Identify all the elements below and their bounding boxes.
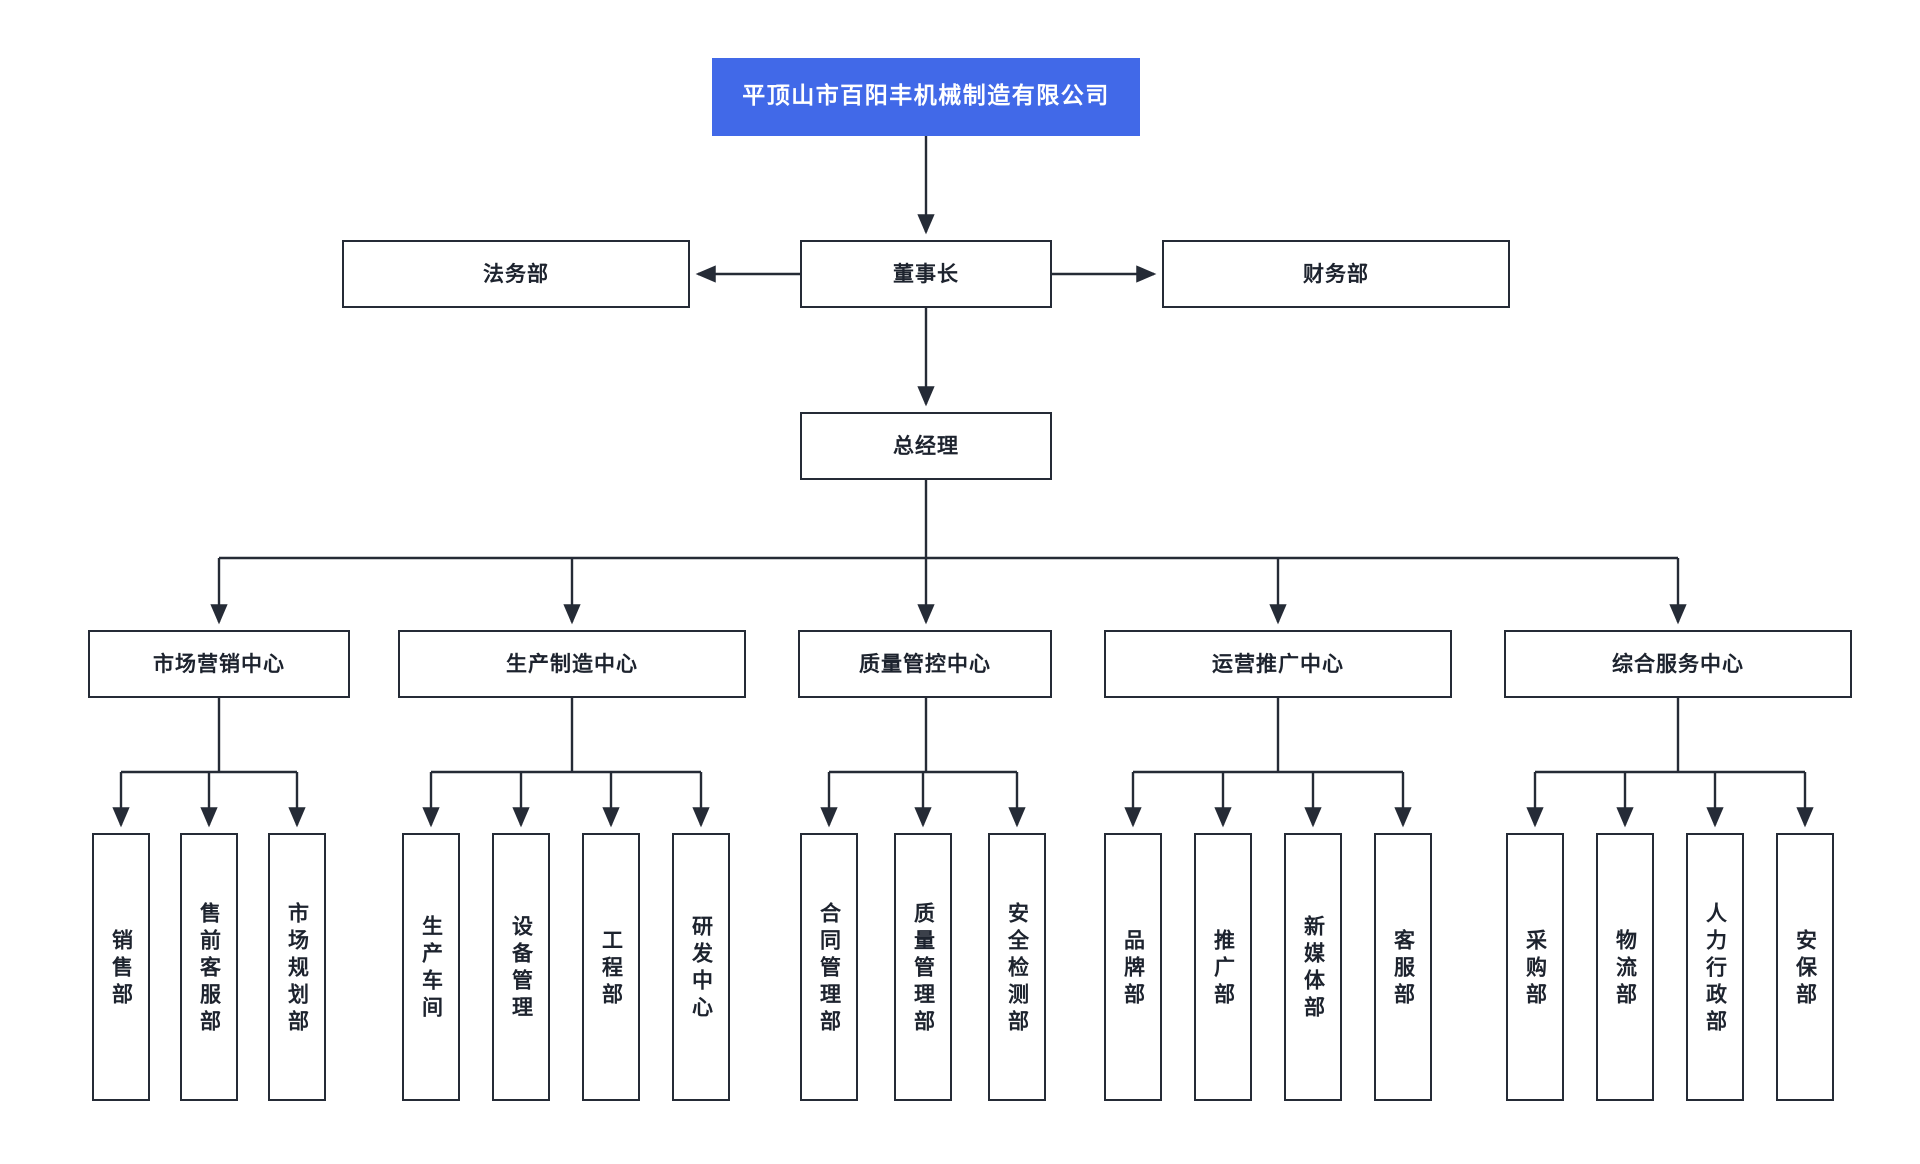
node-center-quality[interactable]: 质量管控中心 <box>798 630 1052 698</box>
node-department-security[interactable]: 安保部 <box>1776 833 1834 1101</box>
node-center-operations[interactable]: 运营推广中心 <box>1104 630 1452 698</box>
node-center-marketing[interactable]: 市场营销中心 <box>88 630 350 698</box>
node-label: 采购部 <box>1523 928 1548 1010</box>
node-department-customer-service[interactable]: 客服部 <box>1374 833 1432 1101</box>
node-label: 安保部 <box>1793 928 1818 1010</box>
node-label: 运营推广中心 <box>1212 651 1344 676</box>
node-label: 工程部 <box>599 928 624 1010</box>
node-finance-department[interactable]: 财务部 <box>1162 240 1510 308</box>
node-label: 市场营销中心 <box>153 651 285 676</box>
node-department-hr-administration[interactable]: 人力行政部 <box>1686 833 1744 1101</box>
node-department-workshop[interactable]: 生产车间 <box>402 833 460 1101</box>
node-label: 市场规划部 <box>285 901 310 1037</box>
node-label: 新媒体部 <box>1301 915 1326 1023</box>
node-label: 售前客服部 <box>197 901 222 1037</box>
node-label: 法务部 <box>483 261 549 286</box>
node-label: 董事长 <box>893 261 959 286</box>
node-chairman[interactable]: 董事长 <box>800 240 1052 308</box>
node-department-logistics[interactable]: 物流部 <box>1596 833 1654 1101</box>
node-department-brand[interactable]: 品牌部 <box>1104 833 1162 1101</box>
node-label: 综合服务中心 <box>1612 651 1744 676</box>
node-label: 质量管控中心 <box>859 651 991 676</box>
node-label: 人力行政部 <box>1703 901 1728 1037</box>
node-label: 财务部 <box>1303 261 1369 286</box>
node-general-manager[interactable]: 总经理 <box>800 412 1052 480</box>
node-department-sales[interactable]: 销售部 <box>92 833 150 1101</box>
node-department-new-media[interactable]: 新媒体部 <box>1284 833 1342 1101</box>
node-department-quality-management[interactable]: 质量管理部 <box>894 833 952 1101</box>
node-department-safety-inspection[interactable]: 安全检测部 <box>988 833 1046 1101</box>
node-department-contract-management[interactable]: 合同管理部 <box>800 833 858 1101</box>
node-label: 质量管理部 <box>911 901 936 1037</box>
node-label: 生产制造中心 <box>506 651 638 676</box>
node-department-market-planning[interactable]: 市场规划部 <box>268 833 326 1101</box>
node-department-rnd-center[interactable]: 研发中心 <box>672 833 730 1101</box>
node-department-engineering[interactable]: 工程部 <box>582 833 640 1101</box>
node-label: 品牌部 <box>1121 928 1146 1010</box>
node-label: 设备管理 <box>509 915 534 1023</box>
node-label: 物流部 <box>1613 928 1638 1010</box>
node-department-equipment-management[interactable]: 设备管理 <box>492 833 550 1101</box>
node-legal-department[interactable]: 法务部 <box>342 240 690 308</box>
node-label: 安全检测部 <box>1005 901 1030 1037</box>
company-title: 平顶山市百阳丰机械制造有限公司 <box>742 83 1110 110</box>
node-label: 合同管理部 <box>817 901 842 1037</box>
node-label: 生产车间 <box>419 915 444 1023</box>
node-center-general-services[interactable]: 综合服务中心 <box>1504 630 1852 698</box>
node-department-purchasing[interactable]: 采购部 <box>1506 833 1564 1101</box>
node-label: 客服部 <box>1391 928 1416 1010</box>
node-label: 总经理 <box>893 433 959 458</box>
node-label: 推广部 <box>1211 928 1236 1010</box>
node-center-manufacturing[interactable]: 生产制造中心 <box>398 630 746 698</box>
node-label: 销售部 <box>109 928 134 1010</box>
node-label: 研发中心 <box>689 915 714 1023</box>
node-company-root[interactable]: 平顶山市百阳丰机械制造有限公司 <box>712 58 1140 136</box>
node-department-presale-service[interactable]: 售前客服部 <box>180 833 238 1101</box>
node-department-promotion[interactable]: 推广部 <box>1194 833 1252 1101</box>
